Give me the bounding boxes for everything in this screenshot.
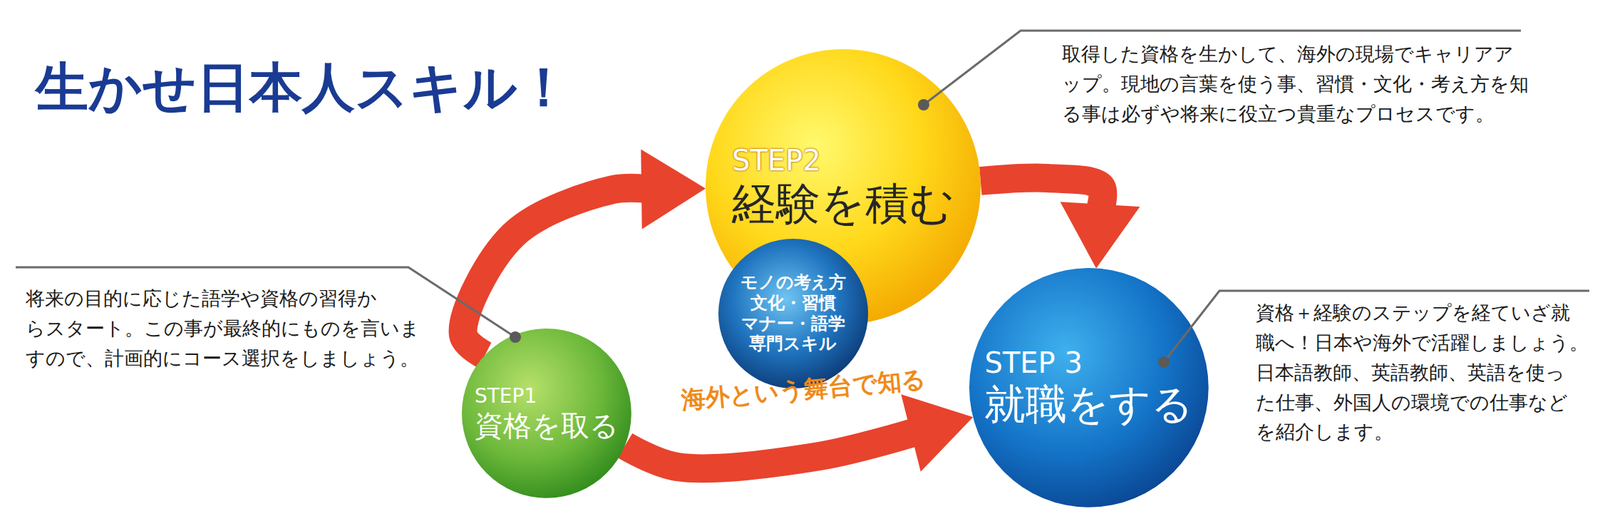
- circle-fill: [461, 328, 632, 499]
- step-number: STEP2: [731, 143, 822, 178]
- arrow-head: [640, 149, 706, 230]
- step-title: 就職をする: [984, 379, 1194, 430]
- cycle-arrow: [980, 178, 1141, 269]
- circle-text-block: STEP1資格を取る: [474, 384, 619, 443]
- leader-dot: [917, 99, 930, 111]
- arrow-head: [900, 394, 973, 472]
- step-number: STEP1: [474, 384, 537, 409]
- page-title: 生かせ日本人スキル！: [35, 52, 571, 125]
- step-title: 資格を取る: [474, 408, 619, 443]
- step-circle: STEP1資格を取る: [461, 328, 632, 499]
- leader-dot: [1158, 356, 1170, 368]
- callout-text: 取得した資格を生かして、海外の現場でキャリアア ップ。現地の言葉を使う事、習慣・…: [1061, 39, 1543, 129]
- step-title: 経験を積む: [731, 177, 955, 231]
- arrow-shaft: [625, 431, 920, 469]
- arrow-head: [1060, 201, 1141, 268]
- circle-text-block: STEP 3就職をする: [984, 345, 1194, 430]
- cycle-arrow: [463, 149, 706, 356]
- circle-fill: [718, 238, 869, 389]
- step-title: モノの考え方 文化・習慣 マナー・語学 専門スキル: [739, 272, 847, 355]
- step-circle: STEP 3就職をする: [969, 267, 1209, 508]
- circle-text-block: モノの考え方 文化・習慣 マナー・語学 専門スキル: [739, 272, 847, 355]
- callout-text: 将来の目的に応じた語学や資格の習得か らスタート。この事が最終的にものを言いま …: [25, 283, 430, 374]
- step-number: STEP 3: [984, 345, 1082, 380]
- callout-text: 資格＋経験のステップを経ていざ就 職へ！日本や海外で活躍しましょう。 日本語教師…: [1255, 297, 1589, 447]
- circle-text-block: STEP2経験を積む: [731, 143, 955, 231]
- cycle-arrow: [625, 394, 973, 472]
- circle-fill: [969, 267, 1209, 508]
- leader-dot: [509, 331, 521, 343]
- globe-circle: モノの考え方 文化・習慣 マナー・語学 専門スキル: [718, 238, 869, 389]
